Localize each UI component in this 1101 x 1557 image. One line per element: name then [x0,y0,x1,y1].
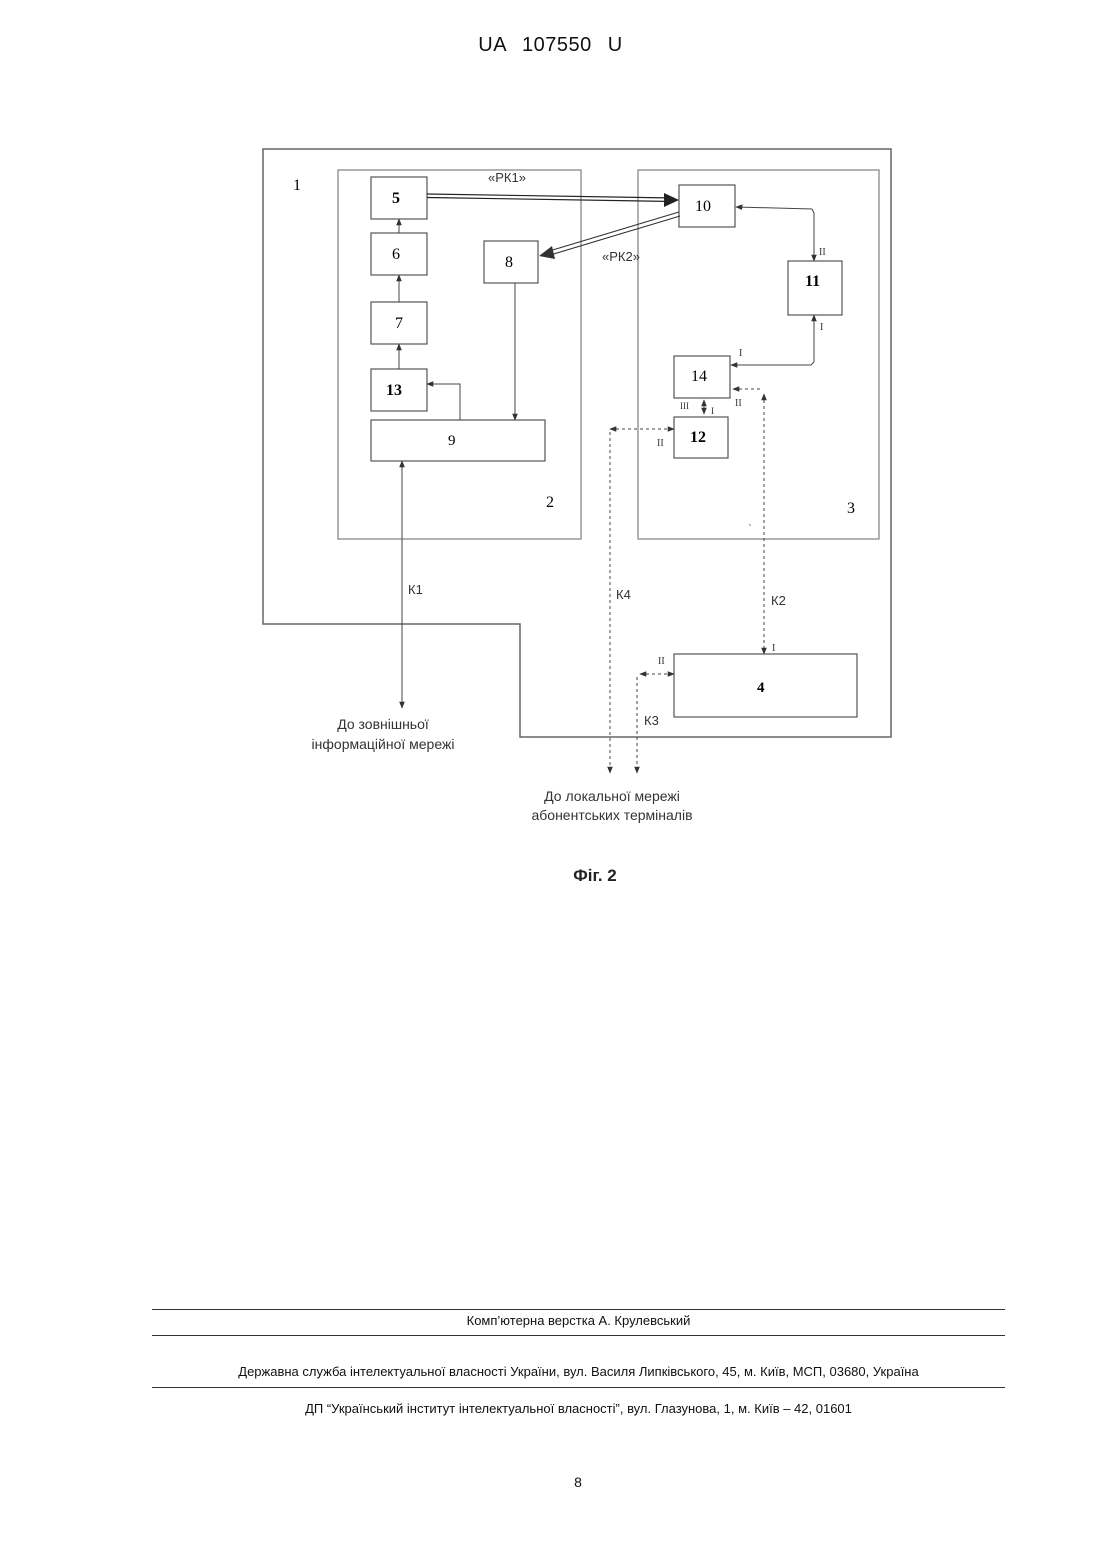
radio-link-rk2 [546,212,679,252]
page-number: 8 [0,1474,1101,1490]
enclosure-device-1 [263,149,891,737]
link-10-11-descent [812,209,814,261]
label-k1: К1 [408,582,423,597]
port-label-14-right: II [735,398,742,409]
label-block-5: 5 [392,190,400,207]
port-label-4-top: I [772,643,775,654]
footer-rule-middle [152,1335,1005,1336]
block-9 [371,420,545,461]
radio-link-rk1-second-line [427,198,674,202]
external-network-line-2: інформаційної мережі [312,736,455,752]
label-block-11: 11 [805,273,820,290]
local-network-line-1: До локальної мережі [544,788,680,804]
port-label-11-bottom: I [820,322,823,333]
block-diagram-figure: 1 2 3 5 6 7 13 8 9 10 11 14 12 4 «РК1» «… [0,0,1101,900]
label-block-2: 2 [546,494,554,511]
radio-link-rk1 [427,194,674,198]
label-block-13: 13 [386,382,402,399]
footer-agency: Державна служба інтелектуальної власност… [152,1364,1005,1379]
footer-rule-bottom [152,1387,1005,1388]
link-9-to-13 [427,384,460,420]
external-network-line-1: До зовнішньої [337,716,429,732]
link-10-11 [736,207,812,209]
label-k4: К4 [616,587,631,602]
footer-rule-top [152,1309,1005,1310]
port-label-14-top: I [739,348,742,359]
label-block-1: 1 [293,177,301,194]
label-rk1: «РК1» [488,170,526,185]
block-diagram-svg: 1 2 3 5 6 7 13 8 9 10 11 14 12 4 «РК1» «… [0,0,1101,900]
port-label-14-bottom-right: I [711,406,714,416]
label-block-14: 14 [691,368,707,385]
port-label-4-left: II [658,656,665,667]
enclosure-unit-2 [338,170,581,539]
local-network-line-2: абонентських терміналів [531,807,692,823]
label-k2: К2 [771,593,786,608]
label-block-10: 10 [695,198,711,215]
footer-institute: ДП “Український інститут інтелектуальної… [152,1401,1005,1416]
radio-link-rk1-arrowhead [664,193,679,207]
label-block-4: 4 [757,680,765,696]
label-block-7: 7 [395,315,403,332]
port-label-11-top: II [819,247,826,258]
stray-mark [749,524,751,526]
label-block-6: 6 [392,246,400,263]
label-rk2: «РК2» [602,249,640,264]
radio-link-rk2-arrowhead [539,246,555,259]
port-label-14-bottom-left: III [680,401,689,411]
footer-layout-credit: Комп’ютерна верстка А. Крулевський [152,1313,1005,1328]
enclosure-unit-3 [638,170,879,539]
link-11-14-horizontal [731,362,814,365]
port-label-12-left: II [657,438,664,449]
label-block-9: 9 [448,433,456,449]
figure-caption: Фіг. 2 [0,866,1101,886]
label-block-12: 12 [690,429,706,446]
label-k3: К3 [644,713,659,728]
label-block-8: 8 [505,254,513,271]
label-block-3: 3 [847,500,855,517]
block-4 [674,654,857,717]
